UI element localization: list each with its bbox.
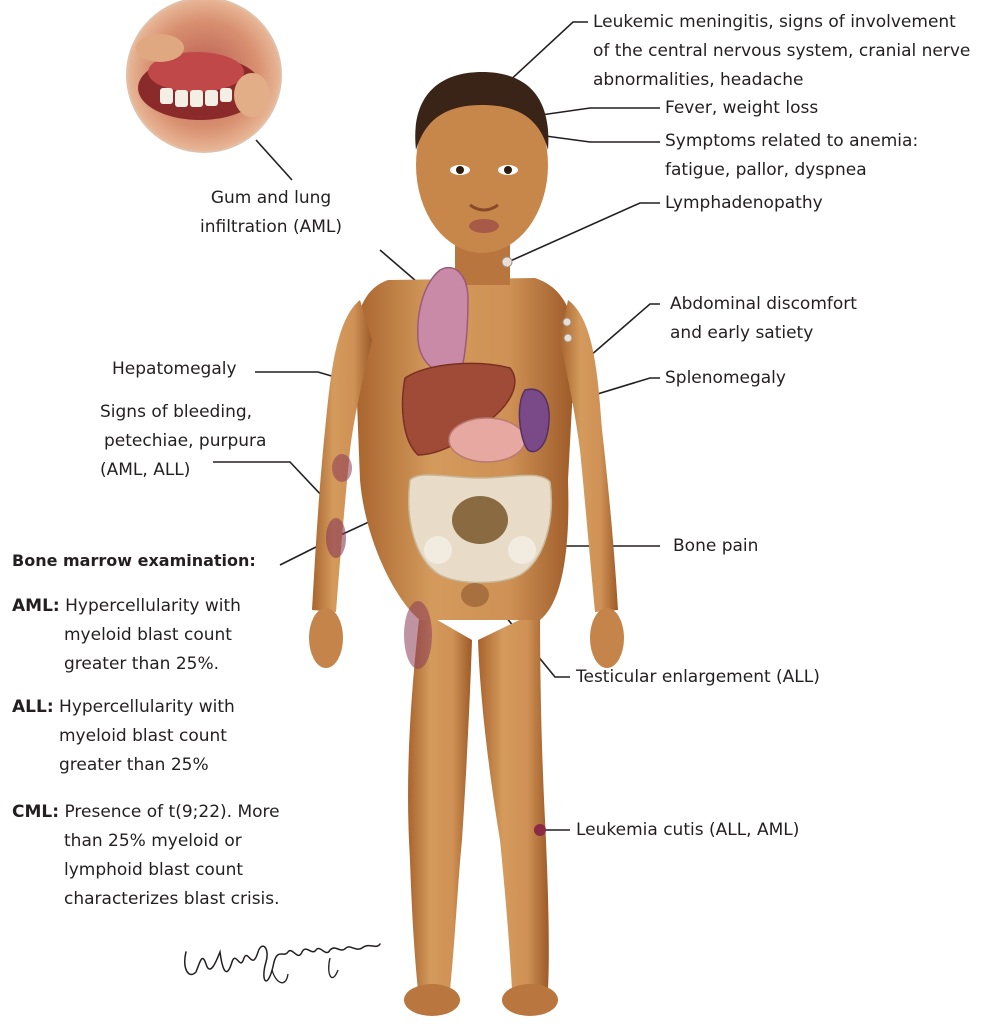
label-anemia-symptoms: Symptoms related to anemia: fatigue, pal… (665, 127, 918, 185)
bone-marrow-cml: CML: Presence of t(9;22). More than 25% … (12, 798, 280, 914)
label-leukemia-cutis: Leukemia cutis (ALL, AML) (576, 816, 799, 845)
aml-key: AML: (12, 596, 60, 616)
all-line: greater than 25% (12, 751, 235, 780)
all-line: myeloid blast count (12, 722, 235, 751)
all-key: ALL: (12, 697, 54, 717)
label-line: and early satiety (670, 319, 857, 348)
label-fever-weight-loss: Fever, weight loss (665, 94, 818, 123)
aml-line: myeloid blast count (12, 621, 241, 650)
all-line: Hypercellularity with (59, 697, 235, 717)
label-line: fatigue, pallor, dyspnea (665, 156, 918, 185)
label-line: petechiae, purpura (100, 427, 266, 456)
label-bone-pain: Bone pain (673, 532, 758, 561)
artist-signature (180, 922, 410, 1002)
bone-marrow-all: ALL: Hypercellularity with myeloid blast… (12, 693, 235, 780)
label-hepatomegaly: Hepatomegaly (112, 355, 237, 384)
label-line: infiltration (AML) (200, 213, 342, 242)
cml-line: lymphoid blast count (12, 856, 280, 885)
label-gum-lung-infiltration: Gum and lung infiltration (AML) (200, 184, 342, 242)
cml-key: CML: (12, 802, 59, 822)
label-line: Signs of bleeding, (100, 398, 266, 427)
child-figure (309, 72, 624, 1016)
label-line: (AML, ALL) (100, 456, 266, 485)
label-splenomegaly: Splenomegaly (665, 364, 786, 393)
label-leukemic-meningitis: Leukemic meningitis, signs of involvemen… (593, 8, 970, 95)
bone-marrow-aml: AML: Hypercellularity with myeloid blast… (12, 592, 241, 679)
cml-line: than 25% myeloid or (12, 827, 280, 856)
cml-line: Presence of t(9;22). More (64, 802, 279, 822)
label-signs-of-bleeding: Signs of bleeding, petechiae, purpura (A… (100, 398, 266, 485)
label-line: Symptoms related to anemia: (665, 127, 918, 156)
bone-marrow-title: Bone marrow examination: (12, 551, 256, 570)
label-line: Abdominal discomfort (670, 290, 857, 319)
label-line: abnormalities, headache (593, 66, 970, 95)
cml-line: characterizes blast crisis. (12, 885, 280, 914)
label-testicular-enlargement: Testicular enlargement (ALL) (576, 663, 820, 692)
label-line: Gum and lung (200, 184, 342, 213)
label-abdominal-discomfort: Abdominal discomfort and early satiety (670, 290, 857, 348)
label-line: Leukemic meningitis, signs of involvemen… (593, 8, 970, 37)
gum-inset-image (127, 0, 281, 152)
label-line: of the central nervous system, cranial n… (593, 37, 970, 66)
label-lymphadenopathy: Lymphadenopathy (665, 189, 823, 218)
aml-line: Hypercellularity with (65, 596, 241, 616)
aml-line: greater than 25%. (12, 650, 241, 679)
